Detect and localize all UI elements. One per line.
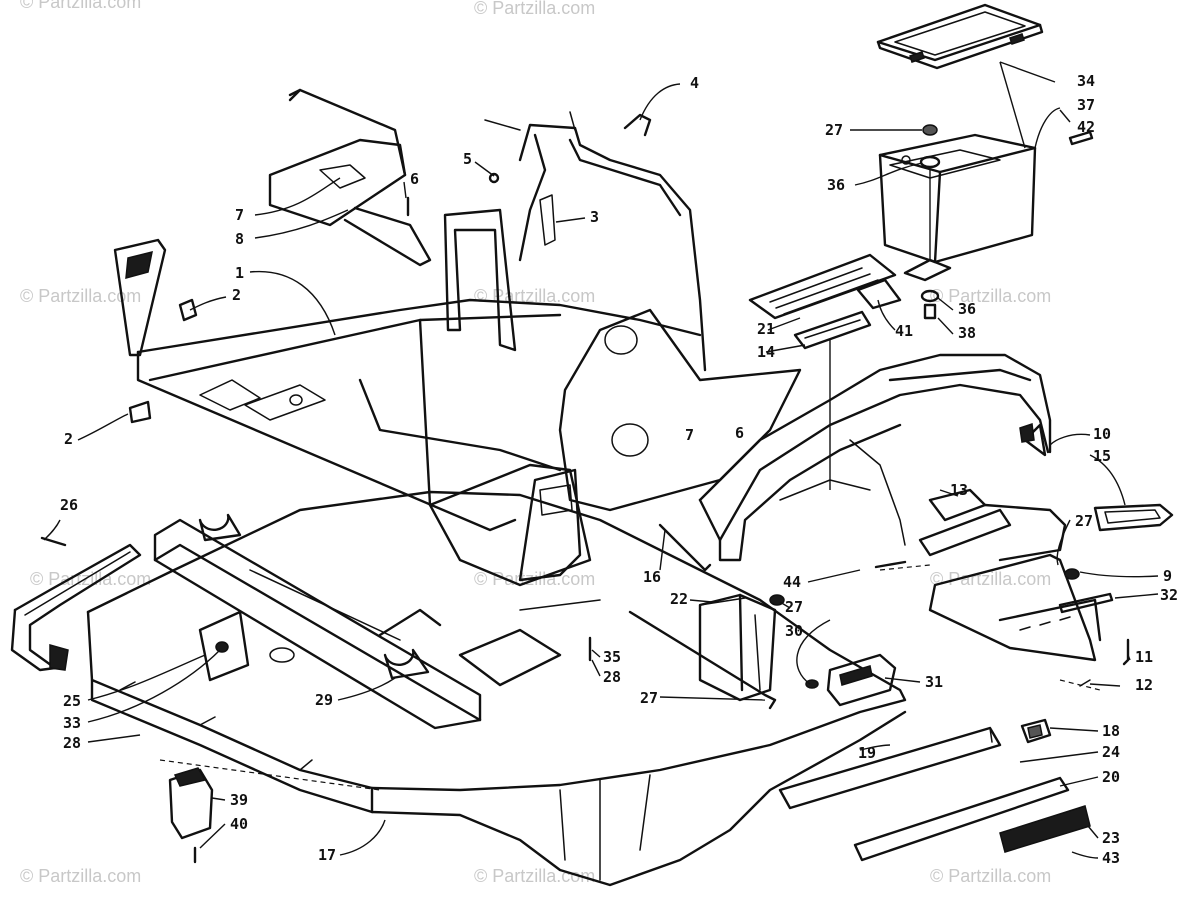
callout-25: 25 xyxy=(63,692,81,710)
callout-41: 41 xyxy=(895,322,913,340)
watermark: © Partzilla.com xyxy=(474,0,595,18)
callout-37: 37 xyxy=(1077,96,1095,114)
callout-34: 34 xyxy=(1077,72,1095,90)
center-access-panel-part xyxy=(698,593,777,702)
callout-36: 36 xyxy=(827,176,845,194)
callout-9: 9 xyxy=(1163,567,1172,585)
rear-fender-part xyxy=(698,353,1052,562)
callout-26: 26 xyxy=(60,496,78,514)
callout-7: 7 xyxy=(235,206,244,224)
callout-3: 3 xyxy=(590,208,599,226)
callout-13: 13 xyxy=(950,481,968,499)
front-bumper-part xyxy=(10,543,142,672)
callout-7: 7 xyxy=(685,426,694,444)
rear-grab-handle-part xyxy=(1093,503,1174,532)
watermark: © Partzilla.com xyxy=(930,866,1051,886)
callout-2: 2 xyxy=(232,286,241,304)
callout-5: 5 xyxy=(463,150,472,168)
upper-rear-cover-part xyxy=(268,88,432,267)
grip-strip-part xyxy=(999,805,1091,853)
battery-box-part xyxy=(878,133,1037,264)
switch-part xyxy=(168,767,214,864)
callout-22: 22 xyxy=(670,590,688,608)
callout-21: 21 xyxy=(757,320,775,338)
center-side-panel-part xyxy=(558,308,802,512)
callout-42: 42 xyxy=(1077,118,1095,136)
callout-1: 1 xyxy=(235,264,244,282)
callout-10: 10 xyxy=(1093,425,1111,443)
callout-11: 11 xyxy=(1135,648,1153,666)
belly-pan-part xyxy=(86,490,907,887)
watermark: © Partzilla.com xyxy=(930,286,1051,306)
callout-40: 40 xyxy=(230,815,248,833)
callout-15: 15 xyxy=(1093,447,1111,465)
callout-12: 12 xyxy=(1135,676,1153,694)
callout-27: 27 xyxy=(640,689,658,707)
leader-lines xyxy=(43,61,1159,859)
watermark: © Partzilla.com xyxy=(20,0,141,12)
callout-2: 2 xyxy=(64,430,73,448)
watermark: © Partzilla.com xyxy=(930,569,1051,589)
callout-39: 39 xyxy=(230,791,248,809)
callout-27: 27 xyxy=(825,121,843,139)
rear-running-board-part xyxy=(778,726,1070,862)
callout-4: 4 xyxy=(690,74,699,92)
floor-cutouts-part xyxy=(249,569,601,687)
callout-28: 28 xyxy=(63,734,81,752)
callout-14: 14 xyxy=(757,343,775,361)
main-frame-part xyxy=(136,298,702,532)
callout-35: 35 xyxy=(603,648,621,666)
assembly-lines xyxy=(159,564,1101,791)
center-console-part xyxy=(428,463,592,587)
callout-33: 33 xyxy=(63,714,81,732)
callout-19: 19 xyxy=(858,744,876,762)
tail-light-part xyxy=(1020,718,1052,744)
watermark: © Partzilla.com xyxy=(20,866,141,886)
watermark: © Partzilla.com xyxy=(20,286,141,306)
front-cross-bar-part xyxy=(153,513,482,730)
callout-36: 36 xyxy=(958,300,976,318)
battery-lid-part xyxy=(876,3,1044,70)
front-inner-bracket-part xyxy=(198,610,250,682)
callout-38: 38 xyxy=(958,324,976,342)
rear-side-bracket-part xyxy=(918,488,1114,662)
callout-29: 29 xyxy=(315,691,333,709)
callout-30: 30 xyxy=(785,622,803,640)
callout-24: 24 xyxy=(1102,743,1120,761)
callout-31: 31 xyxy=(925,673,943,691)
decals-part xyxy=(748,253,902,350)
callout-28: 28 xyxy=(603,668,621,686)
callout-32: 32 xyxy=(1160,586,1178,604)
callout-labels: 4 34 37 42 27 36 5 6 7 8 3 1 2 2 21 14 4… xyxy=(60,72,1178,867)
callout-18: 18 xyxy=(1102,722,1120,740)
callout-17: 17 xyxy=(318,846,336,864)
callout-6: 6 xyxy=(735,424,744,442)
callout-20: 20 xyxy=(1102,768,1120,786)
callout-27: 27 xyxy=(1075,512,1093,530)
callout-8: 8 xyxy=(235,230,244,248)
battery-fasteners-part xyxy=(903,124,1094,320)
small-fasteners-part xyxy=(40,113,1130,710)
callout-23: 23 xyxy=(1102,829,1120,847)
watermarks: © Partzilla.com © Partzilla.com © Partzi… xyxy=(20,0,1051,886)
ski-block-part xyxy=(826,653,897,707)
left-front-bracket-part xyxy=(113,238,167,357)
callout-27: 27 xyxy=(785,598,803,616)
callout-43: 43 xyxy=(1102,849,1120,867)
callout-44: 44 xyxy=(783,573,801,591)
callout-16: 16 xyxy=(643,568,661,586)
steering-hoop-part xyxy=(443,111,707,372)
callout-6: 6 xyxy=(410,170,419,188)
